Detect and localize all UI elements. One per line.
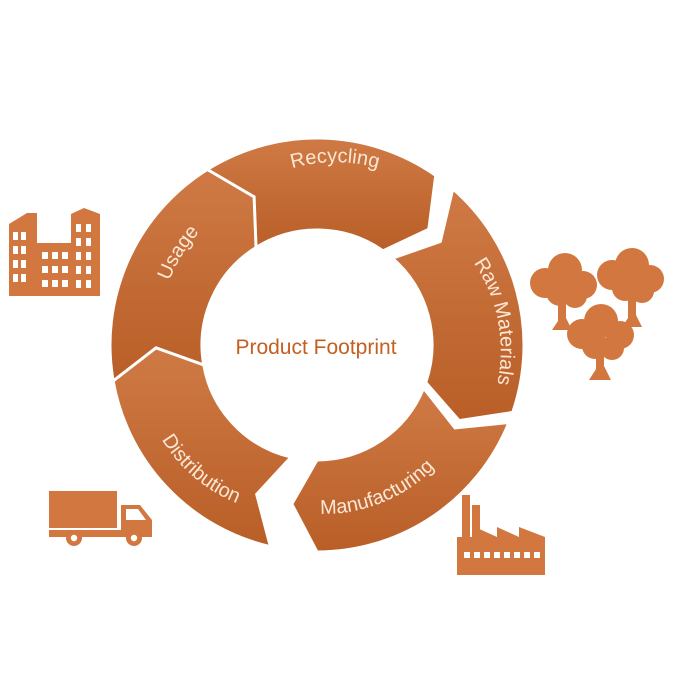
center-disc bbox=[202, 230, 432, 460]
trees-icon bbox=[530, 248, 664, 380]
truck-icon bbox=[49, 491, 152, 546]
center-title: Product Footprint bbox=[235, 336, 396, 359]
factory-icon bbox=[457, 495, 545, 575]
buildings-icon bbox=[9, 208, 100, 296]
cycle-ring bbox=[108, 136, 526, 554]
